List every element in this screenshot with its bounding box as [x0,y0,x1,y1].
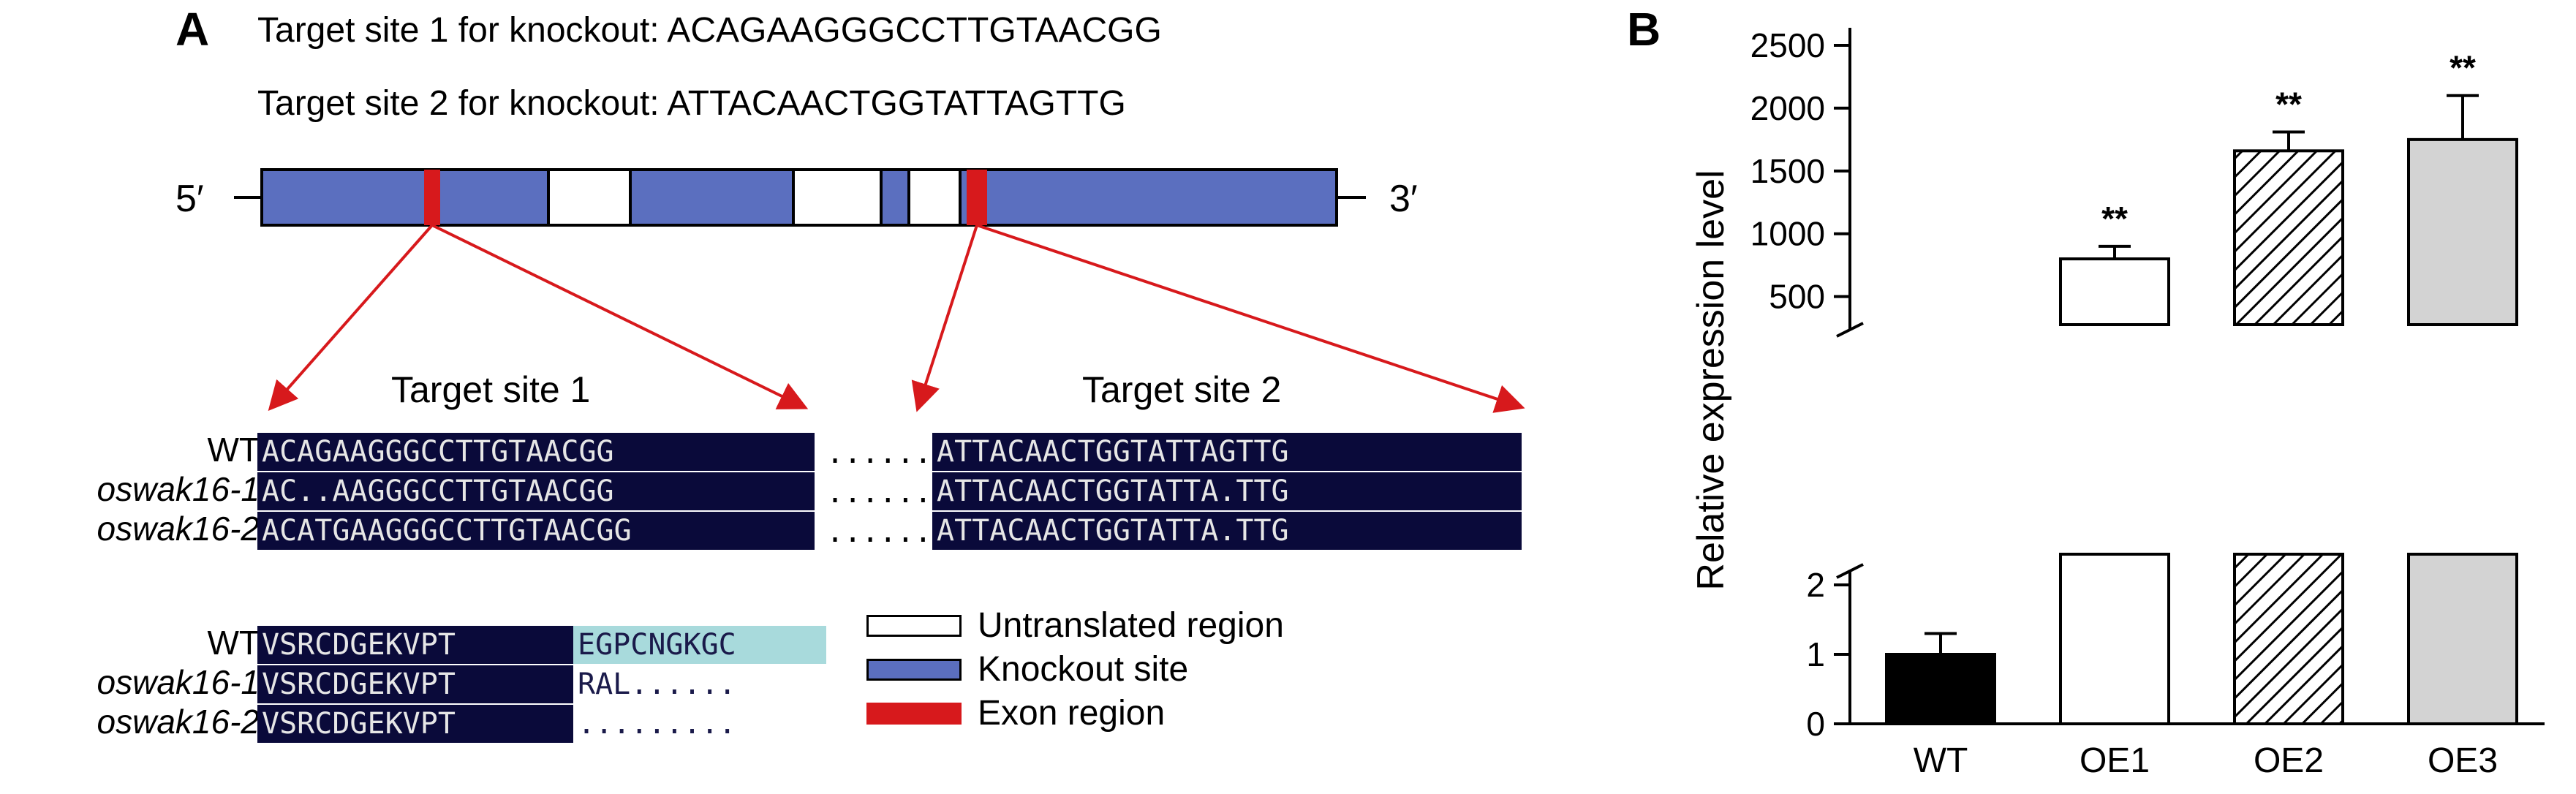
protein-variable-wt: EGPCNGKGC [573,626,826,664]
dna-name-mutant-1: oswak16-1 [97,470,260,508]
x-tick-label: WT [1914,741,1968,780]
arrow-site1-left [268,224,434,411]
legend-swatch-exon [866,703,962,725]
y-axis-label: Relative expression level [1690,170,1732,591]
x-tick-label: OE1 [2080,741,2150,780]
dna-separator-2: ...... [826,476,932,510]
gene-structure-diagram [234,168,1525,413]
bar-oe2-lower [2233,553,2344,725]
legend-knockout: Knockout site [866,652,1188,687]
bar-wt [1885,653,1996,725]
y-tick-label: 1 [1806,635,1825,673]
x-tick-label: OE3 [2428,741,2498,780]
x-tick-label: OE2 [2254,741,2324,780]
y-tick-label: 1500 [1750,152,1825,190]
site-2-title: Target site 2 [1082,369,1282,410]
utr-segment-2 [792,168,883,227]
arrow-site2-left [911,224,978,412]
target-site-2-marker [967,170,987,225]
legend-utr: Untranslated region [866,608,1284,643]
y-tick-label: 1000 [1750,215,1825,253]
significance-label: ** [2275,86,2302,124]
target-site-2-sequence: Target site 2 for knockout: ATTACAACTGGT… [257,84,1126,123]
bar-oe3-upper [2407,137,2518,326]
protein-conserved-mutant-1: VSRCDGEKVPT [257,665,578,703]
dna-site2-row-wt: ATTACAACTGGTATTAGTTG [932,433,1522,471]
protein-name-wt: WT [207,624,260,662]
dna-separator-3: ...... [826,515,932,549]
legend-exon: Exon region [866,696,1165,731]
legend-label-exon: Exon region [978,694,1166,733]
legend-swatch-knockout [866,659,962,681]
dna-site2-row-mutant-2: ATTACAACTGGTATTA.TTG [932,512,1522,550]
bar-oe1-upper [2059,257,2170,326]
legend-swatch-utr [866,615,962,637]
arrow-site2-right [976,224,1525,413]
bar-oe1-lower [2059,553,2170,725]
legend-label-knockout: Knockout site [978,650,1189,689]
protein-name-mutant-1: oswak16-1 [97,663,260,701]
dna-separator-1: ...... [826,436,932,470]
protein-name-mutant-2: oswak16-2 [97,703,260,741]
y-tick-label: 0 [1806,705,1825,743]
y-tick-label: 2 [1806,566,1825,604]
y-tick-label: 500 [1769,278,1825,316]
protein-variable-mutant-1: RAL...... [573,665,826,703]
dna-site1-row-mutant-2: ACATGAAGGGCCTTGTAACGG [257,512,815,550]
y-tick-label: 2500 [1750,26,1825,64]
panel-a-label: A [175,3,210,56]
panel-b-label: B [1627,3,1661,56]
site-1-title: Target site 1 [391,369,591,410]
arrow-site1-right [431,224,809,409]
utr-segment-3 [907,168,962,227]
axis-break-mark [1836,563,1864,579]
bar-oe3-lower [2407,553,2518,725]
axis-break-gap [2230,326,2347,551]
protein-conserved-wt: VSRCDGEKVPT [257,626,578,664]
target-site-1-sequence: Target site 1 for knockout: ACAGAAGGGCCT… [257,11,1162,50]
dna-site2-row-mutant-1: ATTACAACTGGTATTA.TTG [932,472,1522,510]
protein-conserved-mutant-2: VSRCDGEKVPT [257,705,578,743]
bar-oe2-upper [2233,149,2344,326]
significance-label: ** [2101,200,2128,238]
axis-break-gap [2404,326,2521,551]
dna-site1-row-wt: ACAGAAGGGCCTTGTAACGG [257,433,815,471]
y-tick-label: 2000 [1750,89,1825,127]
dna-name-mutant-2: oswak16-2 [97,510,260,548]
target-site-1-marker [424,170,440,225]
three-prime-label: 3′ [1389,178,1418,220]
utr-segment-1 [547,168,632,227]
protein-variable-mutant-2: ......... [573,705,826,743]
axis-break-gap [2056,326,2173,551]
five-prime-label: 5′ [175,178,204,220]
axis-break-mark [1836,322,1864,338]
dna-site1-row-mutant-1: AC..AAGGGCCTTGTAACGG [257,472,815,510]
legend-label-utr: Untranslated region [978,606,1284,645]
significance-label: ** [2450,49,2476,87]
dna-name-wt: WT [207,431,260,469]
